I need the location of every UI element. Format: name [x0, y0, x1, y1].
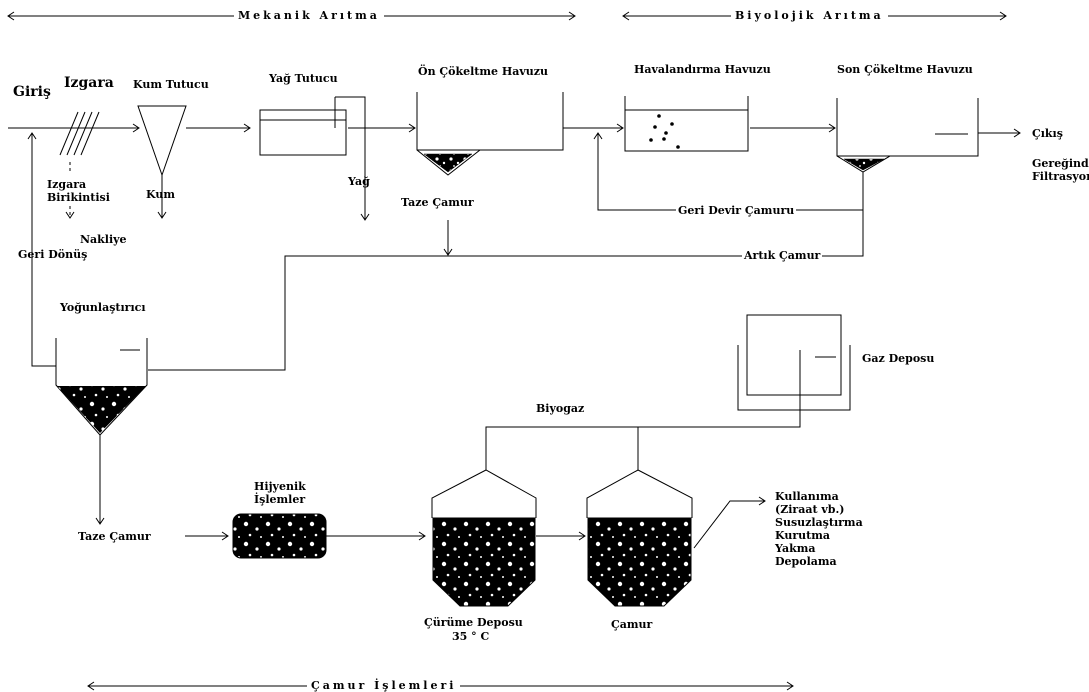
aeration-bubbles — [649, 114, 680, 149]
label-screen: Izgara — [64, 75, 114, 91]
disposal-option: Kullanıma — [775, 490, 839, 503]
thickener-sludge — [57, 386, 146, 433]
secondary-clarifier-sludge — [843, 158, 885, 171]
label-return-sludge: Geri Devir Çamuru — [676, 204, 797, 217]
disposal-flow — [693, 496, 766, 549]
label-screenings-2: Birikintisi — [47, 191, 110, 204]
label-digester-2: 35 ° C — [452, 630, 490, 643]
label-return: Geri Dönüş — [18, 248, 88, 261]
grease-trap-shape — [259, 96, 370, 221]
primary-clarifier-shape — [416, 92, 564, 256]
label-transport: Nakliye — [80, 233, 127, 246]
disposal-option: Kurutma — [775, 529, 830, 542]
label-filtration-2: Filtrasyon — [1032, 170, 1089, 183]
label-fresh-sludge-top: Taze Çamur — [401, 196, 474, 209]
section-title-biological: Biyolojik Arıtma — [731, 9, 888, 22]
section-title-mechanical: Mekanik Arıtma — [234, 9, 384, 22]
excess-sludge-line — [148, 210, 864, 371]
label-primary-clarifier: Ön Çökeltme Havuzu — [418, 65, 549, 78]
biogas-line — [485, 350, 801, 470]
label-inlet: Giriş — [13, 84, 51, 100]
label-screenings-1: Izgara — [47, 178, 87, 191]
disposal-option: (Ziraat vb.) — [775, 503, 845, 516]
label-gas-storage: Gaz Deposu — [862, 352, 935, 365]
digester-outline — [431, 469, 537, 518]
hygienic-flow — [326, 531, 426, 541]
label-filtration-1: Gereğinde — [1032, 157, 1089, 170]
return-line — [27, 132, 56, 367]
label-fresh-sludge-bottom: Taze Çamur — [78, 530, 151, 543]
disposal-option: Depolama — [775, 555, 837, 568]
label-grit: Kum — [146, 188, 175, 201]
screen-bars — [59, 111, 100, 156]
label-excess-sludge: Artık Çamur — [742, 249, 823, 262]
grit-chamber-shape — [137, 105, 187, 219]
label-digester-1: Çürüme Deposu — [424, 616, 523, 629]
label-biogas: Biyogaz — [536, 402, 585, 415]
thickener-shape — [55, 338, 148, 525]
label-outlet: Çıkış — [1032, 127, 1063, 140]
aeration-tank-shape — [624, 96, 749, 152]
sludge-tank-outline — [586, 469, 693, 518]
label-hygienic-2: İşlemler — [254, 493, 306, 506]
fresh-sludge-flow — [185, 531, 229, 541]
label-grease-trap: Yağ Tutucu — [269, 72, 338, 85]
label-aeration-tank: Havalandırma Havuzu — [634, 63, 771, 76]
hygienic-unit — [232, 513, 327, 559]
disposal-option: Susuzlaştırma — [775, 516, 863, 529]
disposal-options-list: Kullanıma (Ziraat vb.) Susuzlaştırma Kur… — [775, 490, 863, 568]
return-sludge-line — [593, 132, 864, 211]
primary-clarifier-sludge — [423, 153, 473, 173]
label-grease: Yağ — [348, 175, 370, 188]
digester-sludge — [432, 517, 536, 607]
gas-storage-shape — [737, 314, 851, 411]
label-grit-chamber: Kum Tutucu — [133, 78, 209, 91]
digester-flow — [536, 531, 586, 541]
label-hygienic-1: Hijyenik — [254, 480, 306, 493]
label-thickener: Yoğunlaştırıcı — [60, 301, 146, 314]
main-flow-line — [8, 123, 1021, 138]
label-secondary-clarifier: Son Çökeltme Havuzu — [837, 63, 973, 76]
screenings-line — [65, 162, 75, 219]
section-title-sludge: Çamur İşlemleri — [307, 679, 461, 692]
label-sludge-tank: Çamur — [611, 618, 653, 631]
sludge-tank-sludge — [587, 517, 692, 607]
disposal-option: Yakma — [775, 542, 816, 555]
secondary-clarifier-shape — [836, 98, 979, 173]
